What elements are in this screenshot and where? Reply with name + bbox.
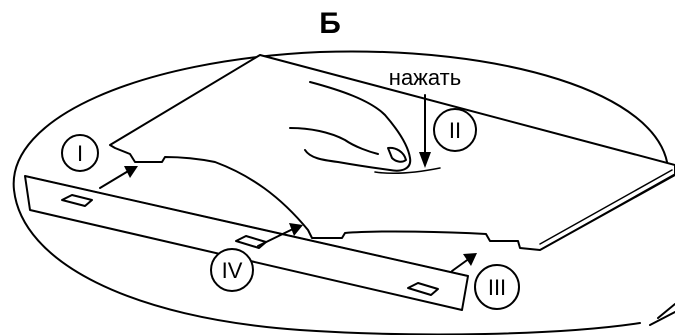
ellipse-exit-tick [657, 303, 675, 319]
front-strip-top-edge [24, 175, 469, 277]
step-two-circle [433, 108, 477, 152]
step-three-circle [474, 264, 520, 310]
press-label: нажать [389, 65, 461, 90]
hand-fingernail [387, 146, 407, 163]
back-panel-edge [539, 173, 675, 251]
strip-slot-right [407, 282, 439, 296]
back-panel-edge-lower [539, 169, 673, 245]
arrow-one [99, 169, 131, 189]
hand-finger-line [289, 127, 379, 155]
back-panel [109, 54, 675, 251]
diagram-title: Б [319, 7, 341, 40]
arrow-four-head [289, 223, 303, 236]
arrow-three [451, 257, 471, 272]
step-one-circle [61, 134, 99, 172]
arrow-press-head [419, 152, 431, 168]
hand-icon [304, 81, 412, 172]
arrow-three-head [463, 253, 477, 266]
ellipse-exit-line [649, 311, 675, 326]
detail-ellipse [12, 50, 669, 335]
step-one-label: I [77, 141, 83, 166]
step-three-label: III [488, 275, 506, 300]
step-four-circle [210, 248, 254, 292]
arrow-one-head [124, 166, 138, 178]
step-two-label: II [449, 118, 461, 143]
arrow-four [257, 227, 296, 247]
strip-slot-left [61, 194, 93, 207]
step-four-label: IV [222, 258, 243, 283]
hand-shadow [374, 167, 441, 174]
